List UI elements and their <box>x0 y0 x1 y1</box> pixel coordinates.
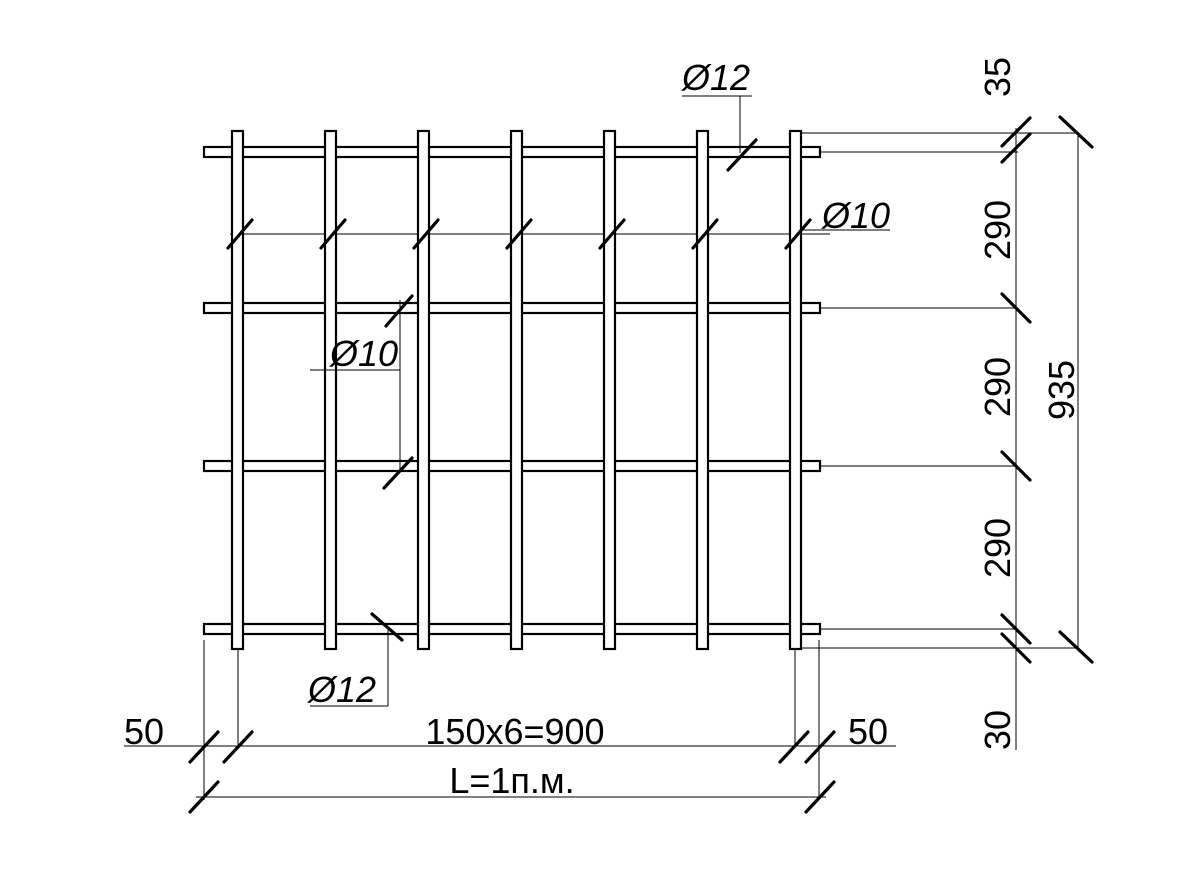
dimension-ticks-right <box>1000 115 1094 664</box>
dimension-label-35: 35 <box>977 57 1018 97</box>
extension-lines <box>124 128 1079 800</box>
dimension-label-right-50: 50 <box>848 711 888 752</box>
callout-marks <box>226 138 812 642</box>
vertical-bar <box>509 129 524 651</box>
vertical-bar <box>416 129 431 651</box>
dimension-label-900: 150x6=900 <box>425 711 604 752</box>
dimension-ticks-bottom <box>188 730 836 814</box>
diameter-label-right: Ø10 <box>821 195 890 236</box>
dimension-label-length: L=1п.м. <box>449 760 574 801</box>
diameter-label-top: Ø12 <box>681 57 750 98</box>
vertical-bar <box>323 129 338 651</box>
dimension-label-290-b: 290 <box>977 357 1018 417</box>
diameter-label-bottom: Ø12 <box>307 669 376 710</box>
diameter-label-middle: Ø10 <box>329 333 398 374</box>
vertical-bars <box>230 129 803 651</box>
vertical-bar <box>602 129 617 651</box>
dimension-label-left-50: 50 <box>124 711 164 752</box>
leader-lines <box>310 95 890 707</box>
dimension-label-290-a: 290 <box>977 200 1018 260</box>
dimension-label-290-c: 290 <box>977 518 1018 578</box>
vertical-bar <box>695 129 710 651</box>
vertical-bar <box>230 129 245 651</box>
dimension-label-30: 30 <box>977 710 1018 750</box>
vertical-bar <box>788 129 803 651</box>
dimension-label-935: 935 <box>1041 360 1082 420</box>
